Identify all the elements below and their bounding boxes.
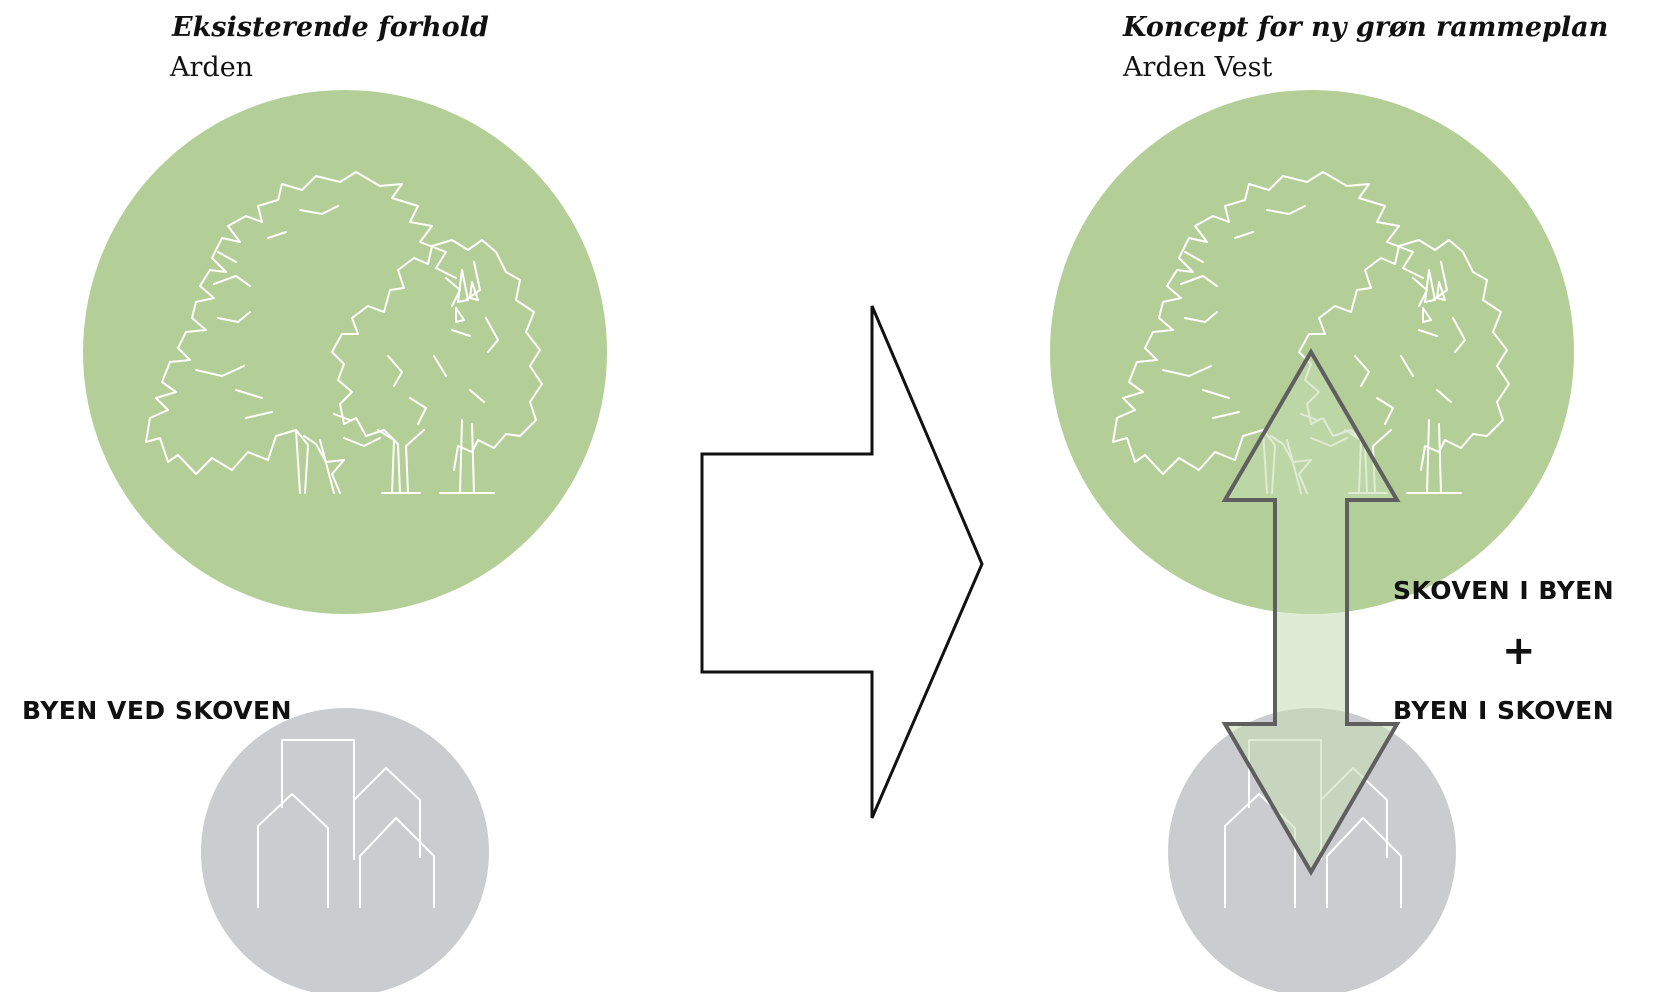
right-concept-label-bottom: BYEN I SKOVEN: [1393, 696, 1615, 725]
left-panel-subtitle: Arden: [170, 52, 254, 83]
left-panel-title: Eksisterende forhold: [172, 12, 489, 43]
left-city-circle: [201, 708, 489, 992]
right-panel-subtitle: Arden Vest: [1123, 52, 1273, 83]
right-concept-label-top: SKOVEN I BYEN: [1393, 576, 1615, 605]
double-arrow-icon: [1221, 348, 1401, 876]
plus-sign: +: [1502, 628, 1536, 674]
right-arrow-icon: [700, 305, 984, 819]
left-concept-label: BYEN VED SKOVEN: [22, 696, 293, 725]
right-panel-title: Koncept for ny grøn rammeplan: [1123, 12, 1609, 43]
left-forest-circle: [83, 90, 607, 614]
